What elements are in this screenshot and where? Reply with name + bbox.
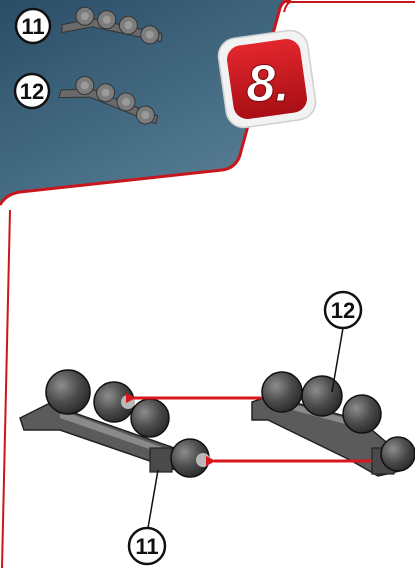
step-number: 8.	[246, 55, 289, 113]
part-label: 12	[20, 79, 44, 104]
callout-label: 11	[135, 534, 158, 559]
callout-label: 12	[331, 298, 355, 323]
callout-11: 11	[129, 470, 165, 564]
part-label: 11	[21, 14, 44, 39]
page-frame-right	[284, 0, 415, 12]
axle-assembly-left-icon	[20, 370, 210, 477]
callout-12: 12	[325, 292, 361, 392]
step-badge: 8.	[216, 28, 318, 130]
page-frame-left	[2, 210, 10, 568]
